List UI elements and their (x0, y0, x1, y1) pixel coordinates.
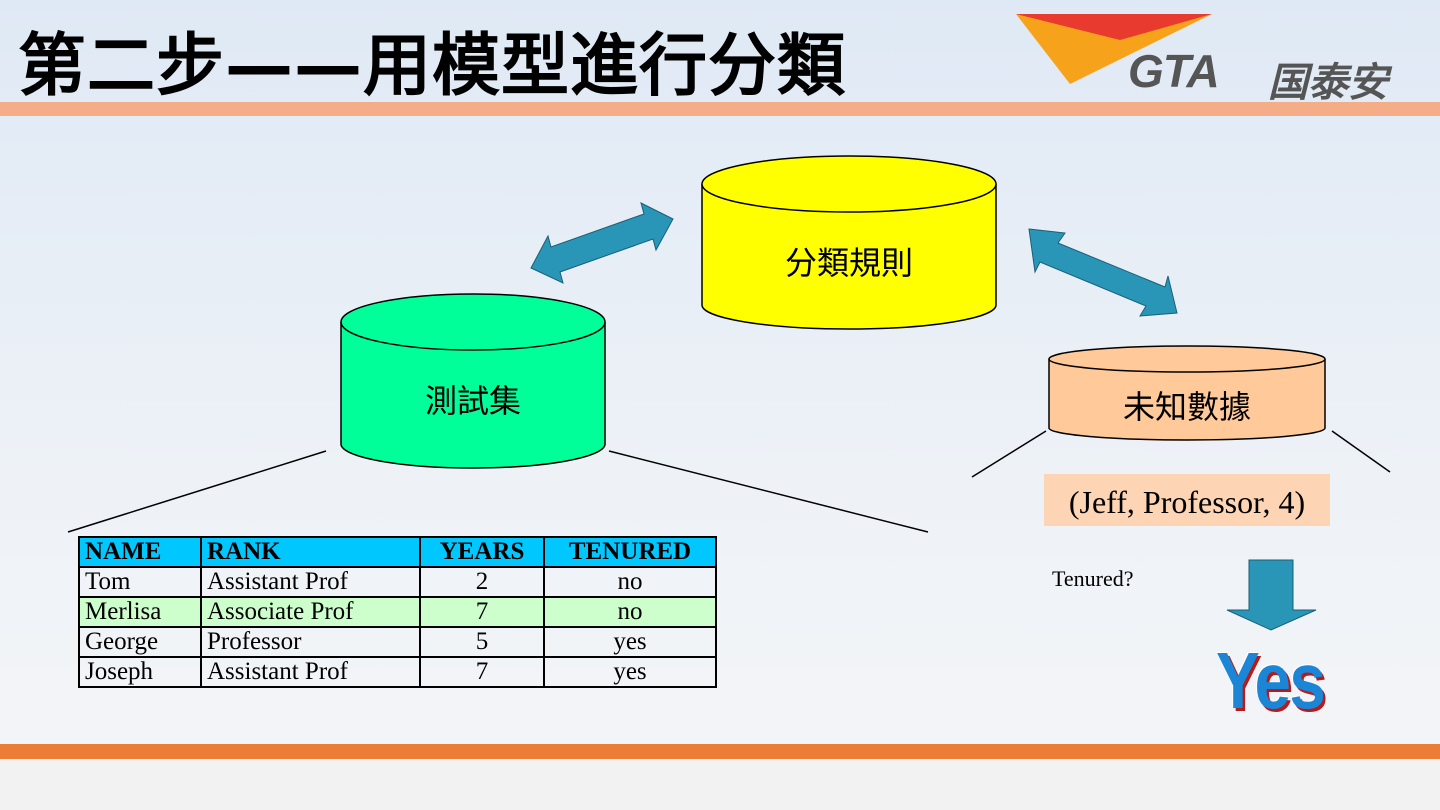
down-arrow-icon (1226, 559, 1317, 631)
cell-rank: Associate Prof (200, 596, 421, 628)
test-set-label: 測試集 (424, 382, 521, 420)
table-row: George Professor 5 yes (78, 626, 717, 658)
cell-rank: Assistant Prof (200, 566, 421, 598)
connector-lines (67, 430, 1391, 533)
table-row: Merlisa Associate Prof 7 no (78, 596, 717, 628)
sample-tuple: (Jeff, Professor, 4) (1044, 474, 1330, 526)
header-rank: RANK (200, 536, 421, 568)
cell-tenured: yes (543, 626, 717, 658)
logo-text-cn: 国泰安 (1268, 60, 1388, 106)
cell-tenured: yes (543, 656, 717, 688)
cell-tenured: no (543, 566, 717, 598)
cell-years: 2 (419, 566, 545, 598)
double-arrow-right-icon (1028, 228, 1178, 317)
cell-name: George (78, 626, 202, 658)
cell-rank: Assistant Prof (200, 656, 421, 688)
header-name: NAME (78, 536, 202, 568)
training-table: NAME RANK YEARS TENURED Tom Assistant Pr… (78, 536, 717, 688)
table-row: Joseph Assistant Prof 7 yes (78, 656, 717, 688)
footer-band (0, 744, 1440, 759)
cell-name: Merlisa (78, 596, 202, 628)
double-arrow-left-icon (530, 202, 674, 284)
logo-text-latin: GTA (1128, 45, 1220, 97)
footer-area (0, 759, 1440, 810)
gta-logo-icon (1016, 14, 1212, 84)
answer-wordart: Yes (1216, 636, 1326, 725)
test-set-cylinder (340, 293, 606, 469)
cell-rank: Professor (200, 626, 421, 658)
cell-name: Joseph (78, 656, 202, 688)
unknown-data-label: 未知數據 (1122, 388, 1251, 426)
cell-tenured: no (543, 596, 717, 628)
slide-title: 第二步——用模型進行分類 (18, 27, 847, 106)
rules-cylinder (701, 155, 997, 330)
table-row: Tom Assistant Prof 2 no (78, 566, 717, 598)
table-header-row: NAME RANK YEARS TENURED (78, 536, 717, 568)
rules-label: 分類規則 (784, 244, 913, 282)
cell-years: 5 (419, 626, 545, 658)
header-tenured: TENURED (543, 536, 717, 568)
cell-years: 7 (419, 656, 545, 688)
header-years: YEARS (419, 536, 545, 568)
question-label: Tenured? (1052, 566, 1134, 591)
cell-years: 7 (419, 596, 545, 628)
header-band (0, 102, 1440, 116)
unknown-data-cylinder (1048, 345, 1326, 441)
cell-name: Tom (78, 566, 202, 598)
